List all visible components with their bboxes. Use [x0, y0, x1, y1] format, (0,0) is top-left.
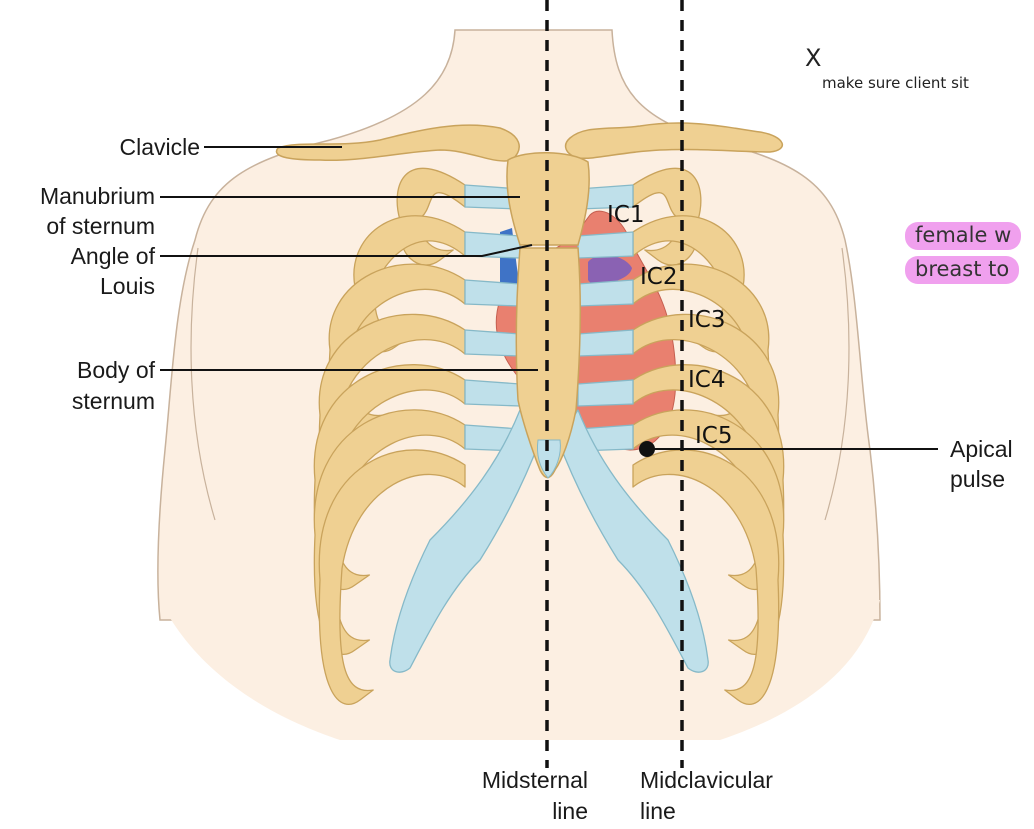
ic1-label: IC1: [607, 203, 644, 227]
midsternal-label-line1: Midsternal: [430, 767, 588, 794]
ic4-label: IC4: [688, 368, 725, 392]
clavicle-label: Clavicle: [50, 134, 200, 161]
apical-label-line1: Apical: [950, 436, 1013, 463]
x-mark: X: [805, 44, 821, 72]
apical-pulse-dot: [639, 441, 655, 457]
midclavicular-label-line1: Midclavicular: [640, 767, 773, 794]
midsternal-label-line2: line: [430, 798, 588, 825]
midclavicular-label-line2: line: [640, 798, 676, 825]
right-costal-cartilage: [578, 232, 633, 258]
manubrium-label-line1: Manubrium: [0, 183, 155, 210]
left-costal-cartilage: [465, 380, 520, 406]
angle-label-line2: Louis: [0, 273, 155, 300]
angle-label-line1: Angle of: [0, 243, 155, 270]
ic2-label: IC2: [640, 265, 677, 289]
right-costal-cartilage: [578, 380, 633, 406]
ic3-label: IC3: [688, 308, 725, 332]
body-label-line2: sternum: [0, 388, 155, 415]
ic5-label: IC5: [695, 424, 732, 448]
manubrium-label-line2: of sternum: [0, 213, 155, 240]
right-costal-cartilage: [578, 330, 633, 356]
left-costal-cartilage: [465, 280, 520, 306]
highlight-note-1: female w: [905, 222, 1021, 250]
right-costal-cartilage: [578, 280, 633, 306]
left-costal-cartilage: [465, 330, 520, 356]
body-label-line1: Body of: [0, 357, 155, 384]
apical-label-line2: pulse: [950, 466, 1005, 493]
note-text: make sure client sit: [822, 74, 969, 92]
highlight-note-2: breast to: [905, 256, 1019, 284]
